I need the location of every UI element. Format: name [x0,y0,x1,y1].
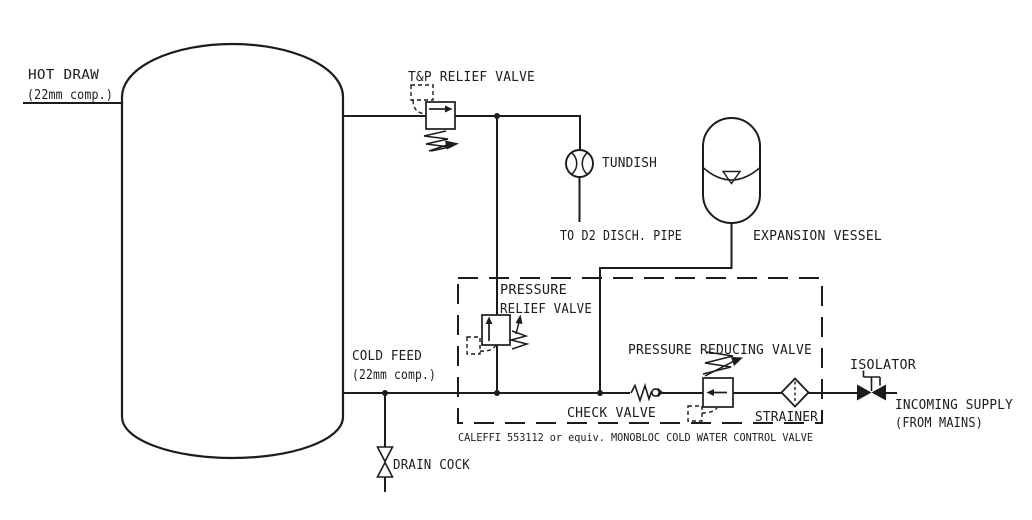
label-expansion-vessel: EXPANSION VESSEL [753,229,882,244]
labels: HOT DRAW (22mm comp.) T&P RELIEF VALVE T… [27,68,1013,473]
label-incoming-supply-line1: INCOMING SUPPLY [895,398,1013,413]
pipe-tp-valve-to-tundish [455,115,581,150]
pipe-expansion-vessel [599,223,733,393]
tp-pilot-box [410,84,434,101]
check-valve-symbol [630,382,664,404]
label-tundish: TUNDISH [602,156,657,171]
reducing-valve-flow-arrowhead [706,389,714,396]
label-isolator: ISOLATOR [850,358,916,373]
pressure-reducing-valve-symbol [687,351,743,422]
isolator-right-wedge [871,384,886,401]
prv-vent-arrowhead [515,314,523,324]
monobloc-dashed-boundary [457,277,823,424]
prv-valve-body [481,314,511,346]
prv-flow-arrowhead [485,316,493,324]
junction-dot [494,390,500,396]
vessel-level-triangle [721,170,742,185]
drain-cock-symbol [376,446,394,478]
label-tp-relief-valve: T&P RELIEF VALVE [408,70,535,85]
vessel-body [702,117,761,224]
tundish-circle [565,149,594,178]
pipe-junctions [382,113,603,396]
prv-pilot-box [466,336,481,355]
label-drain-cock: DRAIN COCK [393,458,470,473]
tp-pilot-link [412,99,427,115]
drain-cock-bottom-triangle [376,460,394,478]
isolator-handle-icon [862,370,881,391]
label-cold-feed-size: (22mm comp.) [352,368,436,383]
check-valve-seat [656,387,664,398]
tundish-symbol [565,149,594,178]
prv-spring-icon [508,330,530,350]
reducing-valve-pilot-box [687,405,703,422]
label-hot-draw-size: (22mm comp.) [27,88,113,103]
tp-vent-arrowhead [445,140,459,150]
label-strainer: STRAINER [755,410,818,425]
isolator-left-wedge [857,384,872,401]
prv-vent-arrow [515,321,520,335]
drain-cock-top-triangle [376,446,394,464]
storage-cylinder [120,42,345,460]
tp-valve-body [425,101,456,130]
tundish-air-gap-arcs [571,152,588,175]
strainer-symbol [780,377,810,408]
label-pressure-relief-line2: RELIEF VALVE [500,302,592,317]
label-incoming-supply-line2: (FROM MAINS) [895,416,983,431]
tp-relief-valve-symbol [410,84,459,152]
label-hot-draw: HOT DRAW [28,68,99,83]
prv-pilot-link [479,344,497,352]
label-pressure-relief-line1: PRESSURE [500,283,567,298]
junction-dot [597,390,603,396]
junction-dot [494,113,500,119]
tp-flow-arrowhead [445,105,453,113]
reducing-valve-adjust-arrowhead [731,357,743,366]
check-valve-spring-icon [630,382,653,404]
label-check-valve: CHECK VALVE [567,406,656,421]
isolator-valve-symbol [857,370,886,401]
check-valve-ball [651,388,660,397]
reducing-valve-pilot-link [701,407,718,414]
label-discharge-pipe: TO D2 DISCH. PIPE [560,229,682,244]
pressure-relief-valve-symbol [466,314,530,355]
tp-vent-arrow [428,144,448,152]
reducing-valve-spring-icon [702,351,734,375]
label-cold-feed: COLD FEED [352,349,422,364]
label-pressure-reducing-valve: PRESSURE REDUCING VALVE [628,343,812,358]
label-monobloc-note: CALEFFI 553112 or equiv. MONOBLOC COLD W… [458,431,813,444]
expansion-vessel-symbol [702,117,761,224]
vessel-membrane [703,167,760,181]
reducing-valve-adjust-arrow [704,360,735,377]
junction-dot [382,390,388,396]
